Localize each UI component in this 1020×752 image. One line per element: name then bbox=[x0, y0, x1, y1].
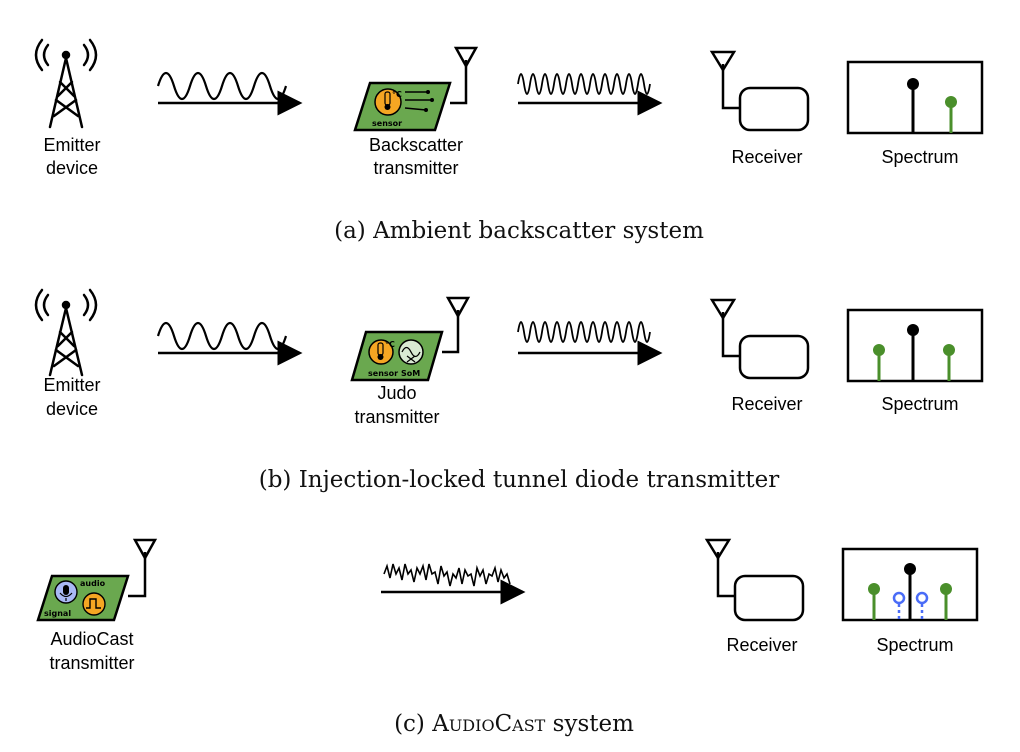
tower-icon bbox=[34, 38, 98, 129]
tag-label-line1: AudioCast bbox=[50, 629, 133, 649]
emitter-device-a: Emitter device bbox=[34, 38, 101, 178]
backscattered-wave-b bbox=[517, 321, 663, 366]
audiocast-transmitter: audio signal AudioCast transmitter bbox=[36, 538, 158, 673]
caption-c-name: AudioCast bbox=[431, 711, 545, 737]
emitter-label-line2: device bbox=[46, 158, 98, 178]
receiver-c: Receiver bbox=[704, 538, 805, 655]
spectrum-a: Spectrum bbox=[846, 60, 984, 167]
receiver-label: Receiver bbox=[731, 147, 802, 167]
antenna-icon bbox=[442, 296, 471, 354]
chip-text-som: SoM bbox=[401, 369, 420, 378]
carrier-wave-a bbox=[156, 71, 303, 116]
emitter-label-line1: Emitter bbox=[43, 135, 100, 155]
tag-label-line2: transmitter bbox=[354, 407, 439, 427]
chip-text-audio: audio bbox=[80, 579, 106, 588]
thermometer-icon: °C bbox=[374, 88, 402, 116]
spectrum-b: Spectrum bbox=[846, 308, 984, 414]
spectrum-icon bbox=[846, 308, 984, 383]
caption-c: (c) AudioCast system bbox=[394, 711, 634, 737]
wave-icon bbox=[517, 73, 651, 95]
receiver-label: Receiver bbox=[731, 394, 802, 414]
circuit-board-icon: °C sensor bbox=[353, 81, 452, 132]
antenna-icon bbox=[450, 46, 479, 105]
spectrum-label: Spectrum bbox=[881, 147, 958, 167]
emitter-label-line1: Emitter bbox=[43, 375, 100, 395]
svg-text:°C: °C bbox=[392, 90, 402, 99]
wave-icon bbox=[156, 321, 288, 351]
caption-a: (a) Ambient backscatter system bbox=[334, 218, 704, 244]
modulated-wave-c bbox=[381, 563, 526, 605]
antenna-icon bbox=[704, 538, 735, 598]
carrier-wave-b bbox=[156, 321, 303, 366]
spectrum-label: Spectrum bbox=[881, 394, 958, 414]
square-wave-icon bbox=[82, 592, 106, 616]
tag-label-line1: Backscatter bbox=[369, 135, 463, 155]
spectrum-c: Spectrum bbox=[841, 547, 979, 655]
antenna-icon bbox=[709, 50, 740, 110]
caption-c-suffix: system bbox=[545, 711, 634, 737]
wave-icon bbox=[383, 563, 511, 587]
receiver-box-icon bbox=[738, 86, 810, 132]
antenna-icon bbox=[709, 298, 740, 358]
spectrum-icon bbox=[846, 60, 984, 135]
tag-label-line2: transmitter bbox=[49, 653, 134, 673]
oscillator-icon bbox=[398, 339, 424, 365]
thermometer-icon: °C bbox=[368, 339, 395, 365]
emitter-label-line2: device bbox=[46, 399, 98, 419]
caption-b: (b) Injection-locked tunnel diode transm… bbox=[259, 467, 780, 493]
microphone-icon bbox=[54, 580, 78, 604]
spectrum-label: Spectrum bbox=[876, 635, 953, 655]
circuit-board-icon: audio signal bbox=[36, 574, 130, 622]
svg-text:°C: °C bbox=[385, 340, 395, 349]
tower-icon bbox=[34, 288, 98, 377]
receiver-label: Receiver bbox=[726, 635, 797, 655]
circuit-board-icon: °C sensor SoM bbox=[350, 330, 444, 382]
judo-transmitter: °C sensor SoM Judo transmitter bbox=[350, 296, 471, 427]
chip-text-signal: signal bbox=[44, 609, 71, 618]
chip-text-sensor: sensor bbox=[372, 119, 402, 128]
backscatter-transmitter: °C sensor Backscatter transmitter bbox=[353, 46, 479, 178]
receiver-b: Receiver bbox=[709, 298, 810, 414]
receiver-box-icon bbox=[733, 574, 805, 622]
chip-text-sensor: sensor bbox=[368, 369, 398, 378]
wave-icon bbox=[156, 71, 288, 101]
receiver-a: Receiver bbox=[709, 50, 810, 167]
wave-icon bbox=[517, 321, 651, 343]
tag-label-line1: Judo bbox=[377, 383, 416, 403]
tag-label-line2: transmitter bbox=[373, 158, 458, 178]
antenna-icon bbox=[128, 538, 158, 598]
backscattered-wave-a bbox=[517, 73, 663, 116]
emitter-device-b: Emitter device bbox=[34, 288, 101, 419]
caption-c-prefix: (c) bbox=[394, 711, 432, 737]
receiver-box-icon bbox=[738, 334, 810, 380]
